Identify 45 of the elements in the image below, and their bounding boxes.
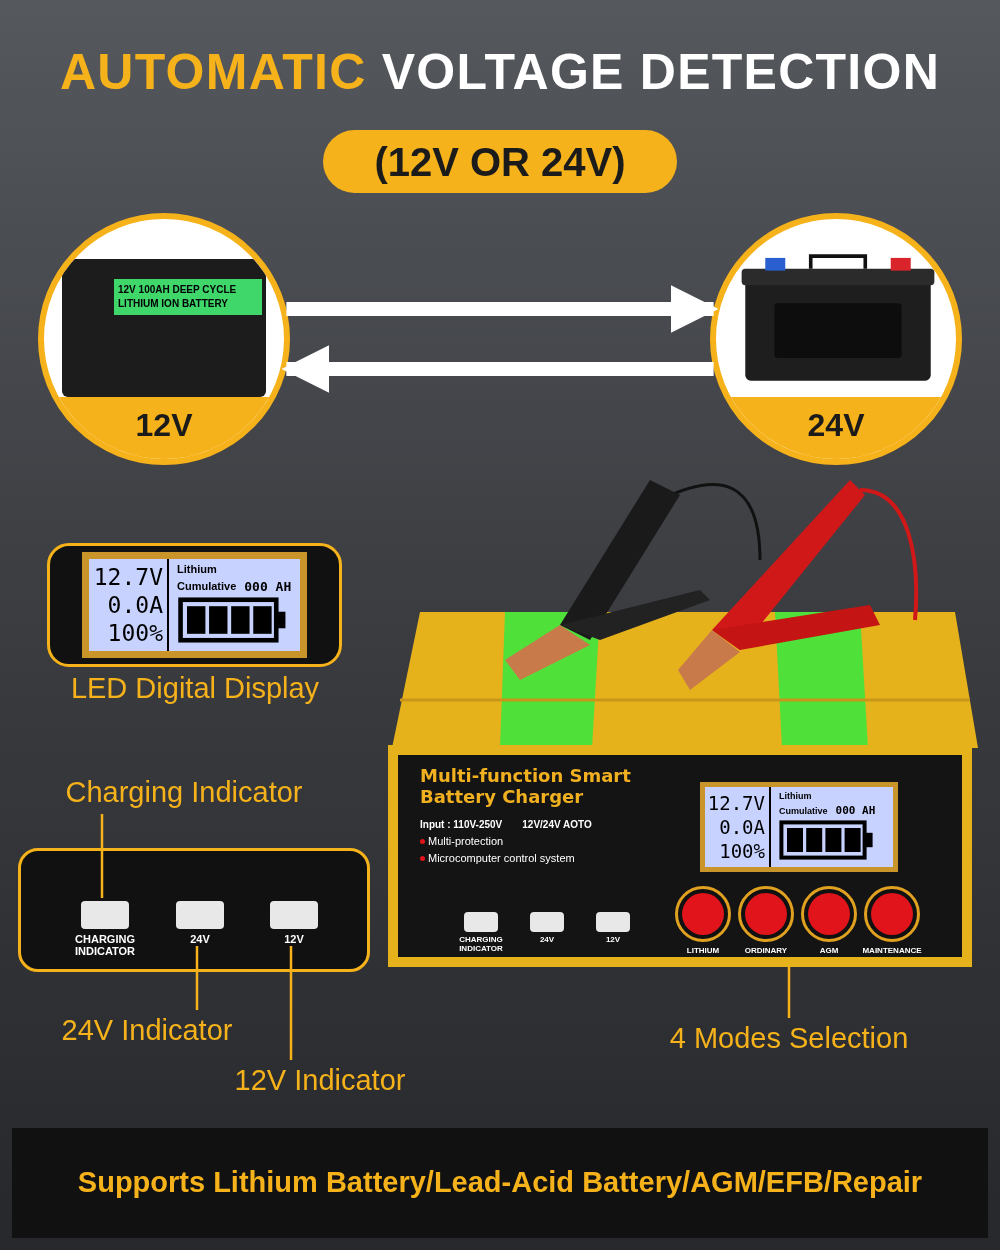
indicator-label: CHARGING INDICATOR: [458, 935, 504, 953]
page-title: AUTOMATIC VOLTAGE DETECTION: [59, 43, 941, 102]
footer-banner: Supports Lithium Battery/Lead-Acid Battery/AGM/EFB/Repair: [12, 1128, 988, 1238]
indicator-label: 12V: [604, 935, 622, 944]
lcd-label: Cumulative: [177, 580, 237, 594]
leader-line: [289, 946, 293, 1060]
display-caption: LED Digital Display: [69, 672, 321, 704]
leader-line: [787, 967, 791, 1018]
lcd-reading: 0.0A: [719, 815, 765, 839]
feature-bullet: Multi-protection: [420, 833, 690, 849]
leader-line: [100, 814, 104, 898]
feature-bullet: Microcomputer control system: [420, 850, 690, 866]
pill-badge: (12V OR 24V): [323, 130, 677, 193]
leader-line: [195, 946, 199, 1010]
display-panel: [47, 543, 342, 667]
lcd-reading: 000 AH: [244, 578, 292, 595]
callout-text: 24V Indicator: [48, 1010, 246, 1050]
lcd-reading: 100%: [107, 619, 163, 647]
indicator-label: MAINTENANCE: [862, 945, 922, 957]
charger-front-panel: [388, 745, 972, 967]
indicator-label: 12V: [283, 933, 305, 945]
indicator-label: CHARGING INDICATOR: [73, 933, 137, 957]
indicator-panel: [18, 848, 370, 972]
callout-text: Charging Indicator: [40, 772, 328, 814]
lcd-reading: 000 AH: [835, 804, 876, 818]
lcd-reading: 12.7V: [707, 791, 765, 815]
arrow: [281, 345, 714, 393]
arrow: [286, 285, 719, 333]
indicator-label: LITHIUM: [686, 945, 720, 957]
indicator-label: AGM: [819, 945, 839, 957]
spec-text: 12V/24V AOTO: [522, 818, 592, 832]
lcd-label: Cumulative: [779, 805, 828, 817]
callout-text: 12V Indicator: [222, 1060, 418, 1100]
indicator-label: 24V: [538, 935, 556, 944]
charger-heading: Multi-function Smart Battery Charger: [420, 765, 632, 807]
lcd-mode-text: Lithium: [779, 791, 813, 803]
lcd-reading: 12.7V: [93, 563, 163, 591]
battery-label: 12V 100AH DEEP CYCLE LITHIUM ION BATTERY: [114, 279, 262, 315]
spec-text: Input : 110V-250V: [420, 818, 503, 832]
lcd-mode-text: Lithium: [177, 563, 218, 577]
lcd-reading: 0.0A: [107, 591, 163, 619]
lcd-reading: 100%: [719, 839, 765, 863]
indicator-label: 24V: [189, 933, 211, 945]
indicator-label: ORDINARY: [744, 945, 788, 957]
callout-text: 4 Modes Selection: [650, 1018, 928, 1060]
